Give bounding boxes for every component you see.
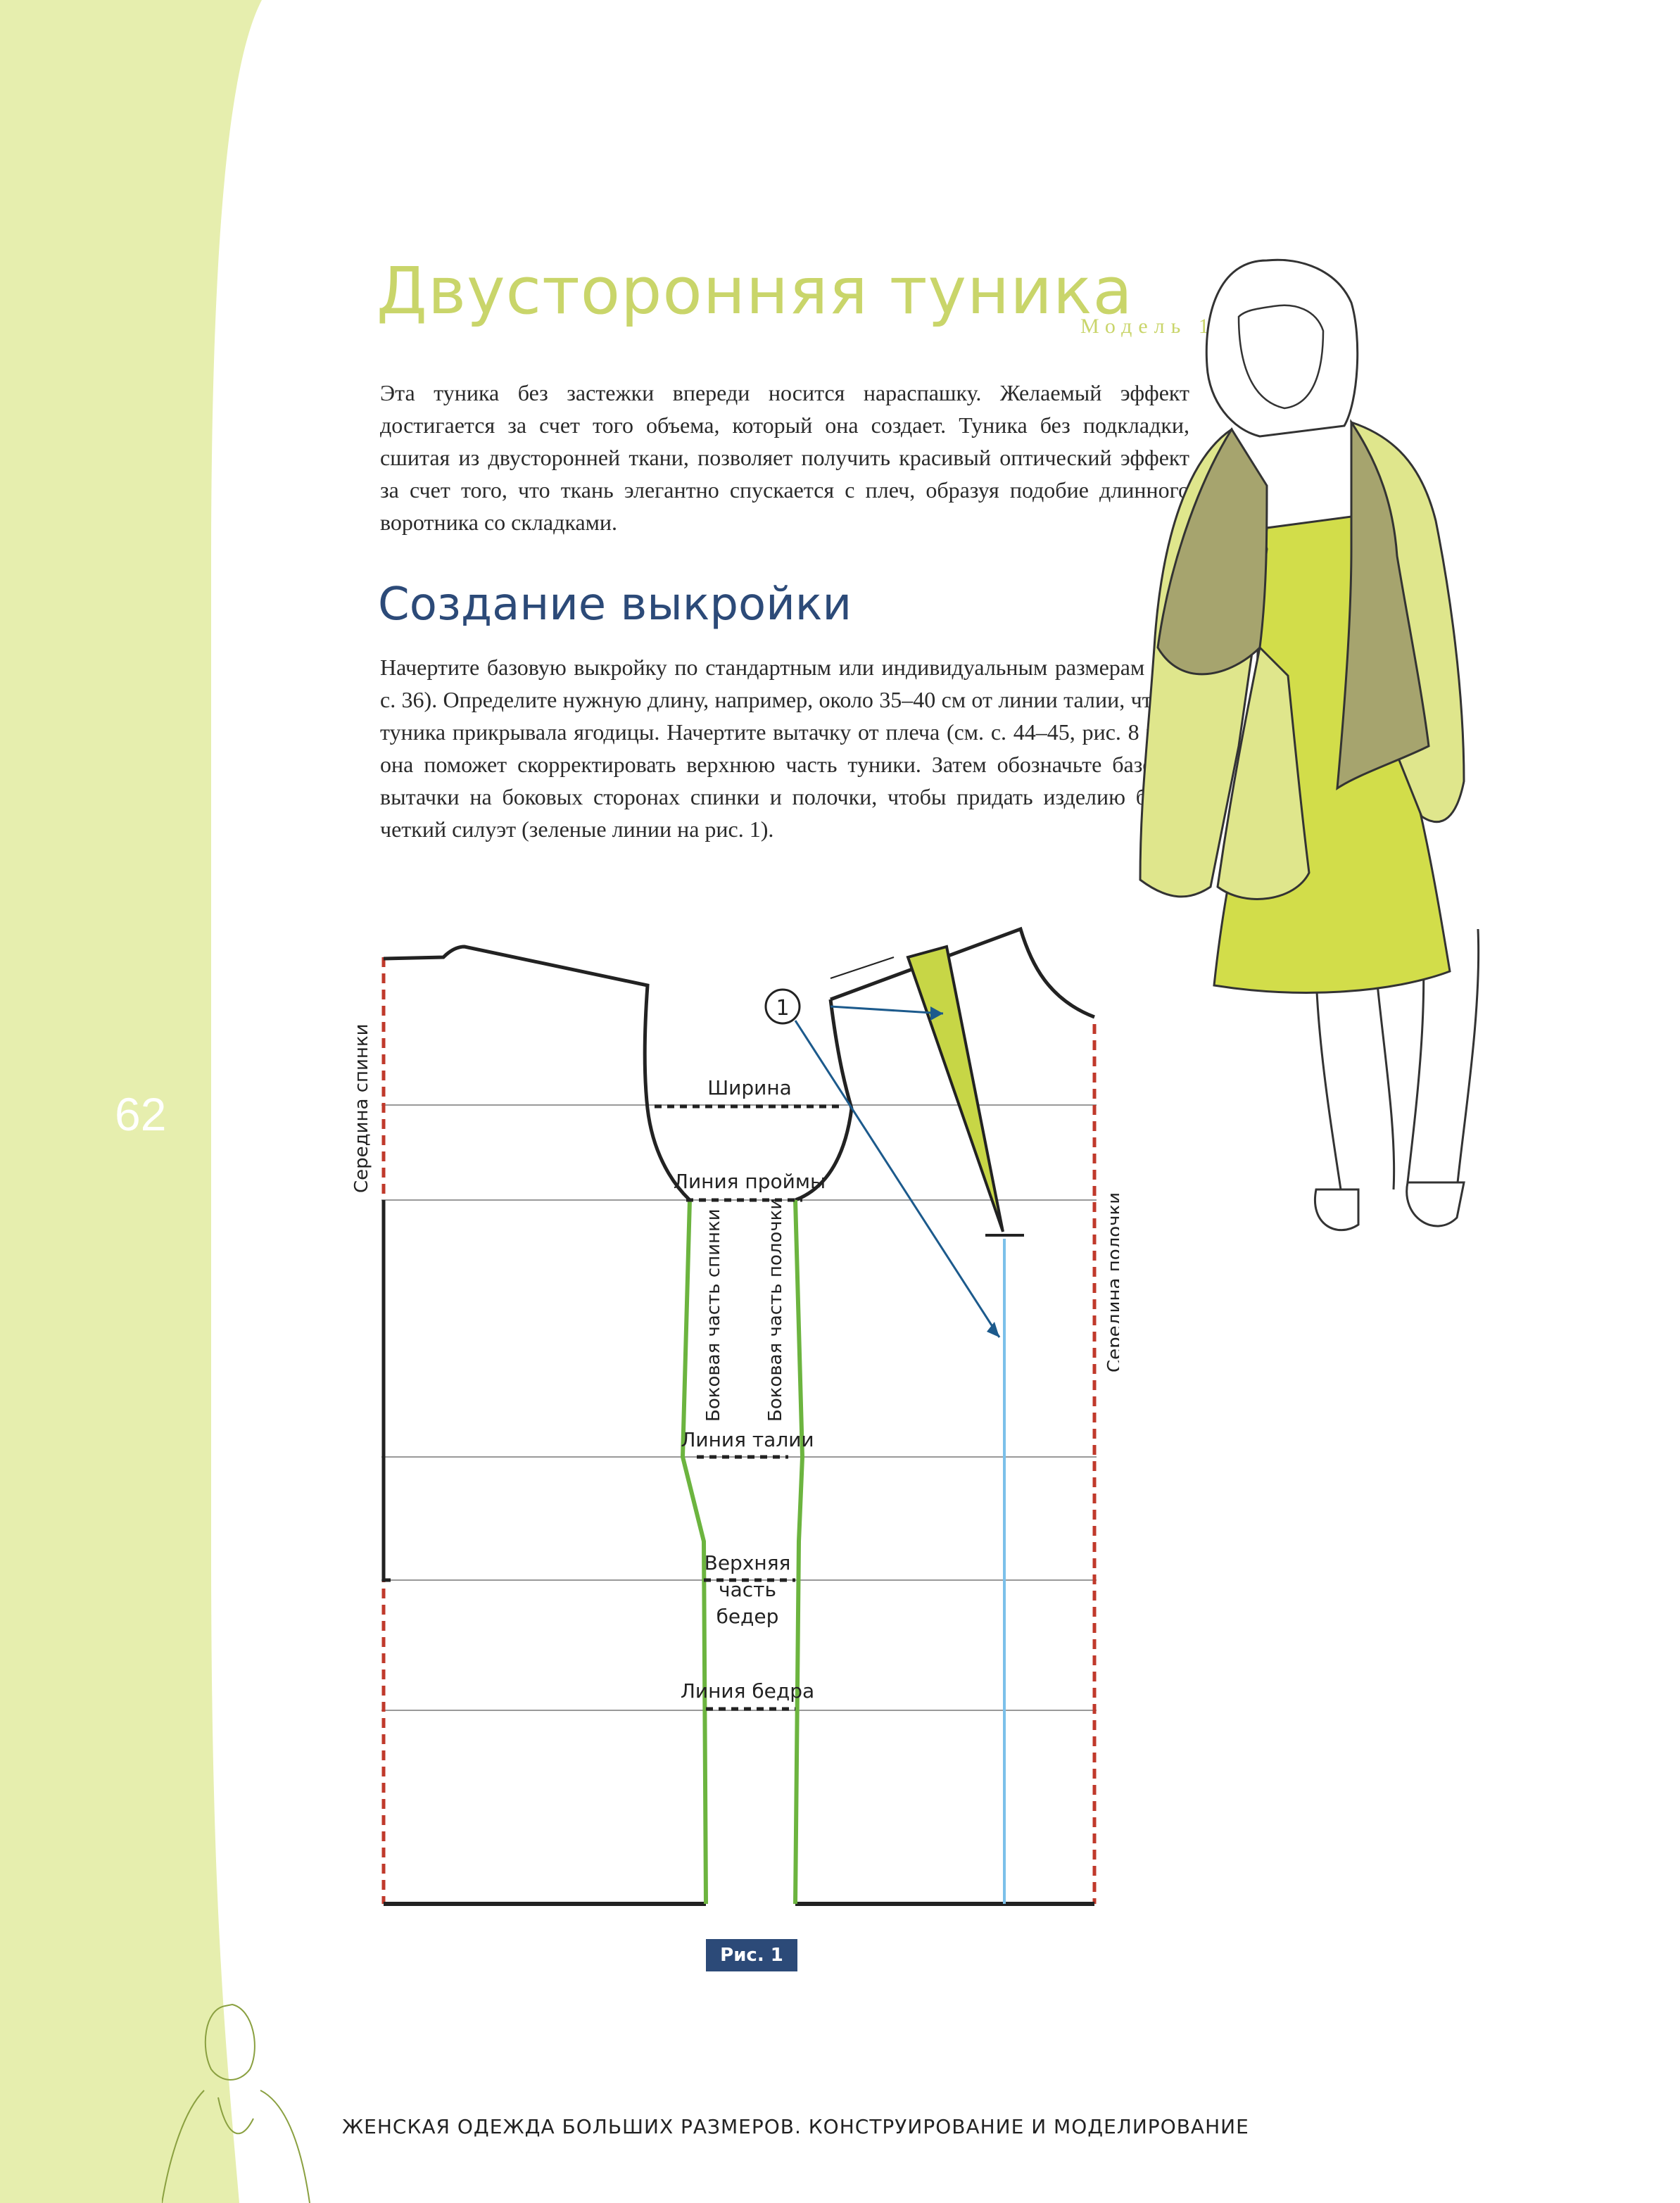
instructions-paragraph: Начертите базовую выкройку по стандартны… [380, 655, 1189, 842]
label-width: Ширина [707, 1076, 792, 1099]
marker-1 [764, 988, 801, 1025]
label-center-back: Середина спинки [351, 1023, 372, 1193]
footer-figure-sketch [162, 2003, 310, 2203]
tunic-illustration [1139, 258, 1480, 1232]
label-hip-line: Линия бедра [681, 1679, 814, 1703]
page-number: 62 [115, 1088, 167, 1140]
figure-label: Рис. 1 [706, 1939, 797, 1971]
label-front-side: Боковая часть полочки [765, 1198, 786, 1422]
section-title: Создание выкройки [378, 579, 852, 631]
label-upper-hip-2: часть [719, 1578, 776, 1601]
label-upper-hip-1: Верхняя [705, 1551, 791, 1574]
intro-paragraph: Эта туника без застежки впереди носится … [380, 380, 1189, 535]
label-armhole-line: Линия проймы [674, 1170, 826, 1193]
page-title: Двусторонняя туника [377, 253, 1133, 329]
model-label: Модель 1 [1080, 315, 1215, 338]
label-back-side: Боковая часть спинки [703, 1208, 724, 1422]
marker-1-label: 1 [776, 996, 789, 1021]
label-waist-line: Линия талии [681, 1428, 814, 1451]
footer-text: ЖЕНСКАЯ ОДЕЖДА БОЛЬШИХ РАЗМЕРОВ. КОНСТРУ… [342, 2115, 1249, 2138]
label-upper-hip-3: бедер [716, 1605, 779, 1628]
label-center-front: Середина полочки [1104, 1192, 1119, 1372]
side-band [0, 0, 262, 2203]
pattern-diagram: 1 Середина спинки Середина полочки Ширин… [351, 926, 1119, 1906]
